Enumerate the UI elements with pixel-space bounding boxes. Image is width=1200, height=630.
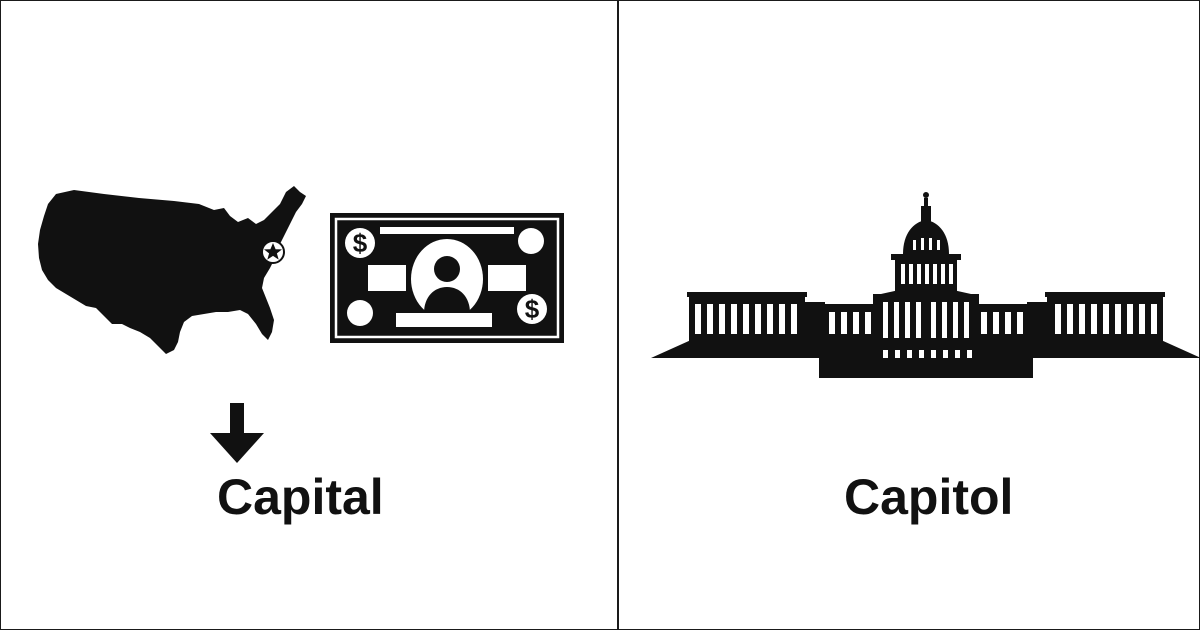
panel-divider xyxy=(617,0,619,630)
left-panel: $ $ Capital xyxy=(38,186,564,525)
capitol-label: Capitol xyxy=(844,469,1014,525)
bill-dollar-sign-bottom: $ xyxy=(525,294,540,324)
capital-label: Capital xyxy=(217,469,384,525)
right-panel: Capitol xyxy=(619,0,1200,630)
dollar-bill-icon: $ $ xyxy=(330,213,564,343)
bill-dollar-sign-top: $ xyxy=(353,228,368,258)
usa-map-icon xyxy=(38,186,306,354)
capitol-building-icon xyxy=(651,192,1200,378)
down-arrow-icon xyxy=(210,403,264,463)
